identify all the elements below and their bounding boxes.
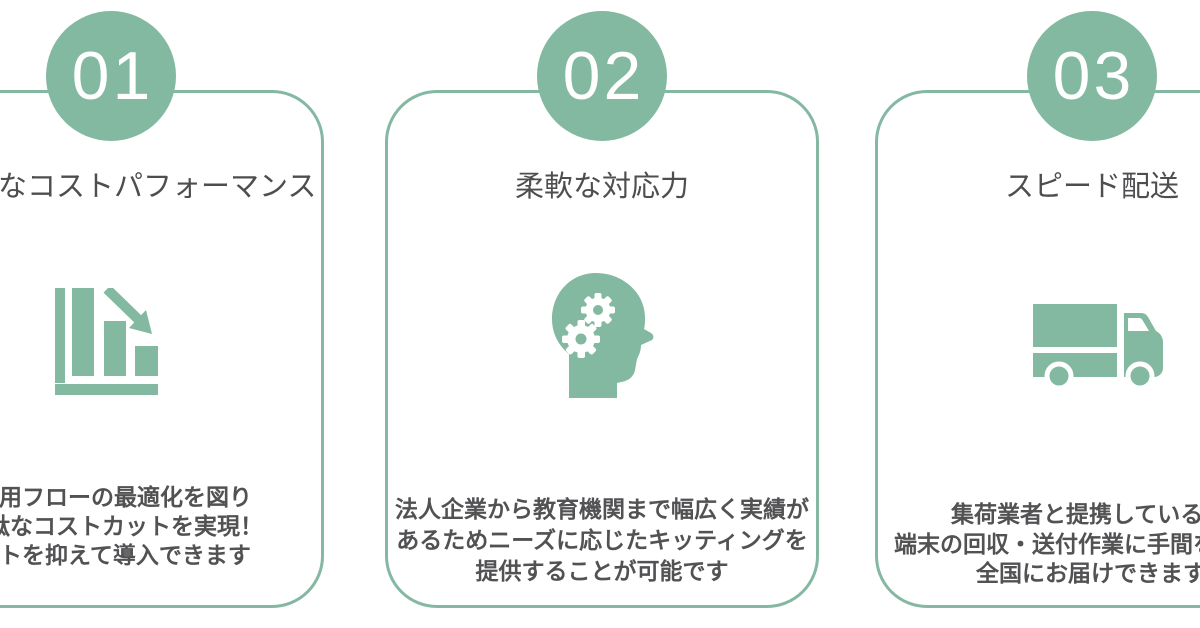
card-02-description: 法人企業から教育機関まで幅広く実績が あるためニーズに応じたキッティングを 提供… [388, 494, 816, 587]
number-badge-02: 02 [537, 11, 667, 141]
wheel [1044, 361, 1074, 391]
card-03-description-line: 端末の回収・送付作業に手間を [894, 531, 1200, 557]
card-02-title: 柔軟な対応力 [514, 171, 689, 203]
badge-number-text: 01 [71, 38, 154, 114]
card-03-description-line: 集荷業者と提携しているた [951, 501, 1200, 527]
badge-number-text: 02 [562, 38, 645, 114]
wheel [1125, 361, 1155, 391]
card-01-description-line: トを抑えて導入できます [0, 542, 251, 568]
delivery-truck-icon [1033, 304, 1163, 391]
number-badge-03: 03 [1027, 11, 1157, 141]
declining-bar-chart-icon [55, 288, 158, 395]
card-03-title: スピード配送 [1004, 171, 1179, 203]
card-03-description-line: 全国にお届けできます [976, 560, 1200, 586]
card-02-description-line: あるためニーズに応じたキッティングを [396, 527, 808, 553]
card-01-description-line: 用フローの最適化を図り [0, 484, 252, 510]
card-01-description-line: 駄なコストカットを実現！ [0, 513, 263, 539]
card-01-title: なコストパフォーマンス [0, 171, 317, 203]
badge-number-text: 03 [1052, 38, 1135, 114]
truck-window [1128, 318, 1149, 331]
head-with-gears-icon [552, 273, 654, 398]
card-02-description-line: 法人企業から教育機関まで幅広く実績が [395, 496, 809, 522]
card-02-description-line: 提供することが可能です [475, 558, 729, 584]
feature-card-01 [0, 90, 324, 608]
number-badge-01: 01 [46, 11, 176, 141]
